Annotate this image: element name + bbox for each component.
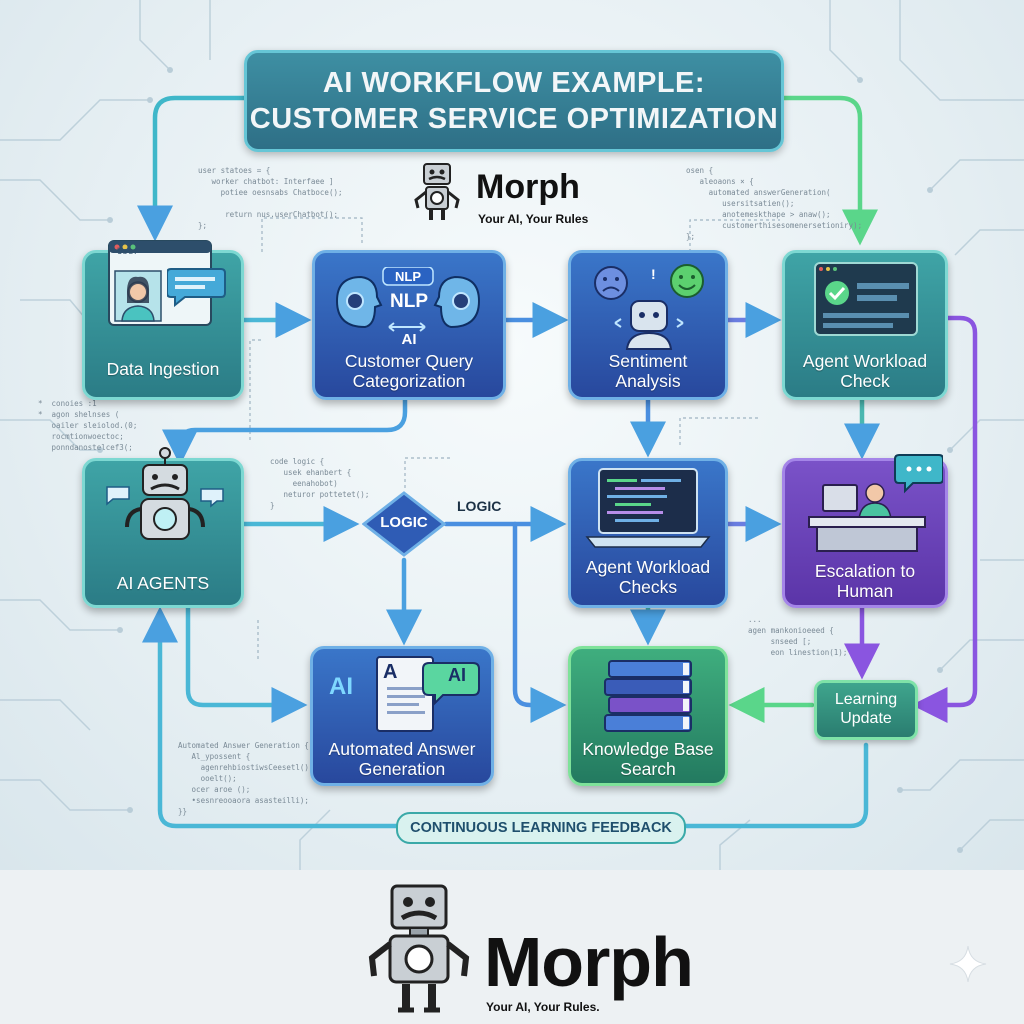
dashboard-checkmark-icon [814,262,918,336]
workload-check-label-2: Check [840,371,890,391]
node-automated-answer-generation[interactable]: AI A AI Automated Answer Generation [310,646,494,786]
node-customer-query-categorization[interactable]: NLP NLP AI Customer Query Categorization [312,250,506,400]
sparkle-icon [949,945,987,983]
answer-generation-label-1: Automated Answer [328,739,476,759]
nlp-heads-icon [335,267,481,332]
escalation-label-1: Escalation to [814,561,916,581]
code-snippet-bottom-left: Automated Answer Generation { Al_ypossen… [178,741,314,816]
logic-diamond-label: LOGIC [380,514,428,531]
diagram-title: AI WORKFLOW EXAMPLE: CUSTOMER SERVICE OP… [244,50,784,152]
title-line-2: CUSTOMER SERVICE OPTIMIZATION [249,103,779,135]
book-stack-icon [604,660,692,732]
brand-name-top: Morph [476,168,580,206]
code-snippet-mid-right: ... agen mankonioeeed { snseed [; eon li… [748,615,848,657]
ai-bubble-label: AI [448,665,466,685]
knowledge-base-label-2: Search [620,759,676,779]
node-escalation-to-human[interactable]: Escalation to Human [782,454,948,608]
sentiment-label-2: Analysis [615,371,681,391]
ai-sub-label: AI [401,331,417,348]
node-data-ingestion[interactable]: User Data Ingestion [82,240,244,400]
node-ai-agents[interactable]: AI AGENTS [82,447,244,608]
logic-diamond[interactable] [362,491,446,557]
categorization-label-1: Customer Query [344,351,474,371]
knowledge-base-label-1: Knowledge Base [582,739,714,759]
nlp-center-label: NLP [390,291,428,312]
emotion-faces-icon: ! [594,264,704,350]
learning-update-label-2: Update [840,710,892,727]
robot-logo-icon-large [368,884,470,1013]
workload-checks-label-1: Agent Workload [585,557,711,577]
svg-text:!: ! [651,266,656,282]
code-snippet-top-left: user statoes = { worker chatbot: Interfa… [198,166,343,230]
data-ingestion-label: Data Ingestion [106,359,220,379]
escalation-label-2: Human [836,581,894,601]
sentiment-label-1: Sentiment [608,351,688,371]
doc-letter-label: A [383,661,398,683]
answer-generation-label-2: Generation [358,759,446,779]
brand-tagline-footer: Your AI, Your Rules. [486,1000,600,1014]
screen-user-label: User [117,247,139,257]
title-line-1: AI WORKFLOW EXAMPLE: [322,67,706,99]
workload-checks-label-2: Checks [618,577,678,597]
logic-side-label: LOGIC [457,498,502,514]
node-sentiment-analysis[interactable]: ! Sentiment Analysis [568,250,728,400]
circuit-background [0,0,1024,870]
workload-check-label-1: Agent Workload [802,351,928,371]
node-agent-workload-checks[interactable]: Agent Workload Checks [568,458,728,608]
code-snippet-mid-center: code logic { usek ehanbert { eenahobot) … [270,457,370,510]
categorization-label-2: Categorization [352,371,466,391]
human-agent-desk-icon [808,454,943,552]
robot-icon [106,447,224,540]
nlp-badge: NLP [395,269,421,284]
node-knowledge-base-search[interactable]: Knowledge Base Search [568,646,728,786]
footer-brand: Morph Your AI, Your Rules. [0,870,1024,1024]
flow-arrows [137,95,978,829]
code-snippet-top-right: osen { aleoaons × { automated answerGene… [686,166,863,241]
document-ai-icon [376,656,480,732]
brand-name-footer: Morph [484,923,694,1001]
chat-bubble-icon [167,268,226,307]
node-agent-workload-check[interactable]: Agent Workload Check [782,250,948,400]
ai-left-icon-label: AI [329,673,353,700]
ai-agents-label: AI AGENTS [116,573,210,593]
laptop-code-icon [585,468,711,548]
code-snippet-mid-left: * conoies :1 * agon shelnses ( oailer sl… [38,399,138,452]
workflow-diagram: AI WORKFLOW EXAMPLE: CUSTOMER SERVICE OP… [0,0,1024,870]
continuous-learning-feedback-label: CONTINUOUS LEARNING FEEDBACK [396,812,686,844]
user-avatar-icon [108,240,212,326]
learning-update-label-1: Learning [834,691,898,708]
robot-logo-icon [414,163,460,220]
node-learning-update[interactable]: Learning Update [814,680,918,740]
brand-tagline-top: Your AI, Your Rules [478,212,589,226]
